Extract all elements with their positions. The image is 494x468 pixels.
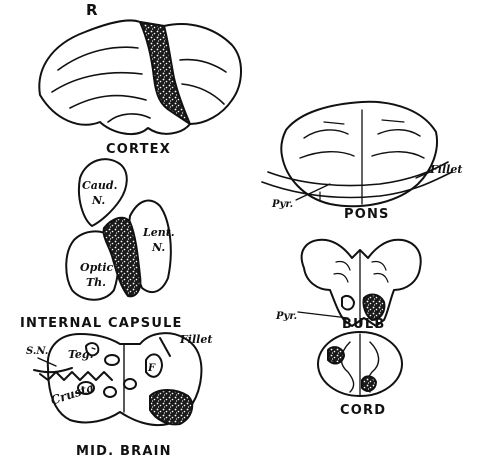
bulb-pyr-label: Pyr. bbox=[276, 312, 297, 322]
pons-fillet-label: Fillet bbox=[430, 164, 462, 175]
cortex-marker-r: R bbox=[86, 3, 99, 18]
caudate-label-1: Caud. bbox=[82, 180, 117, 191]
cord-lesion-2 bbox=[362, 376, 376, 391]
midbrain-teg-label: Teg. bbox=[68, 349, 93, 360]
cortex-lesion-band bbox=[140, 22, 190, 124]
bulb-drawing bbox=[298, 240, 421, 326]
thalamus-label-2: Th. bbox=[86, 277, 106, 288]
pons-drawing bbox=[262, 102, 452, 206]
lenticular-label-2: N. bbox=[152, 242, 165, 253]
capsule-lesion bbox=[104, 218, 141, 297]
cord-drawing bbox=[318, 332, 402, 396]
cortex-title: CORTEX bbox=[106, 143, 171, 156]
pons-pyr-label: Pyr. bbox=[272, 200, 293, 210]
midbrain-title: MID. BRAIN bbox=[76, 445, 172, 458]
caudate-nucleus bbox=[79, 159, 127, 226]
midbrain-sn-label: S.N. bbox=[26, 347, 48, 357]
internal-capsule-title: INTERNAL CAPSULE bbox=[20, 317, 183, 330]
cord-lesion-1 bbox=[328, 347, 344, 363]
midbrain-f-label: F bbox=[148, 364, 155, 374]
mid-brain-drawing bbox=[34, 333, 201, 425]
cortex-drawing bbox=[39, 20, 241, 134]
midbrain-fillet-label: Fillet bbox=[180, 334, 212, 345]
cord-title: CORD bbox=[340, 404, 386, 417]
pons-title: PONS bbox=[344, 208, 390, 221]
bulb-outline bbox=[302, 240, 421, 326]
lenticular-label-1: Lent. bbox=[143, 227, 175, 238]
bulb-title: BULB bbox=[342, 318, 385, 331]
cortex-outline bbox=[39, 20, 241, 134]
thalamus-label-1: Optic bbox=[80, 262, 113, 273]
caudate-label-2: N. bbox=[92, 195, 105, 206]
midbrain-lesion bbox=[150, 390, 192, 424]
